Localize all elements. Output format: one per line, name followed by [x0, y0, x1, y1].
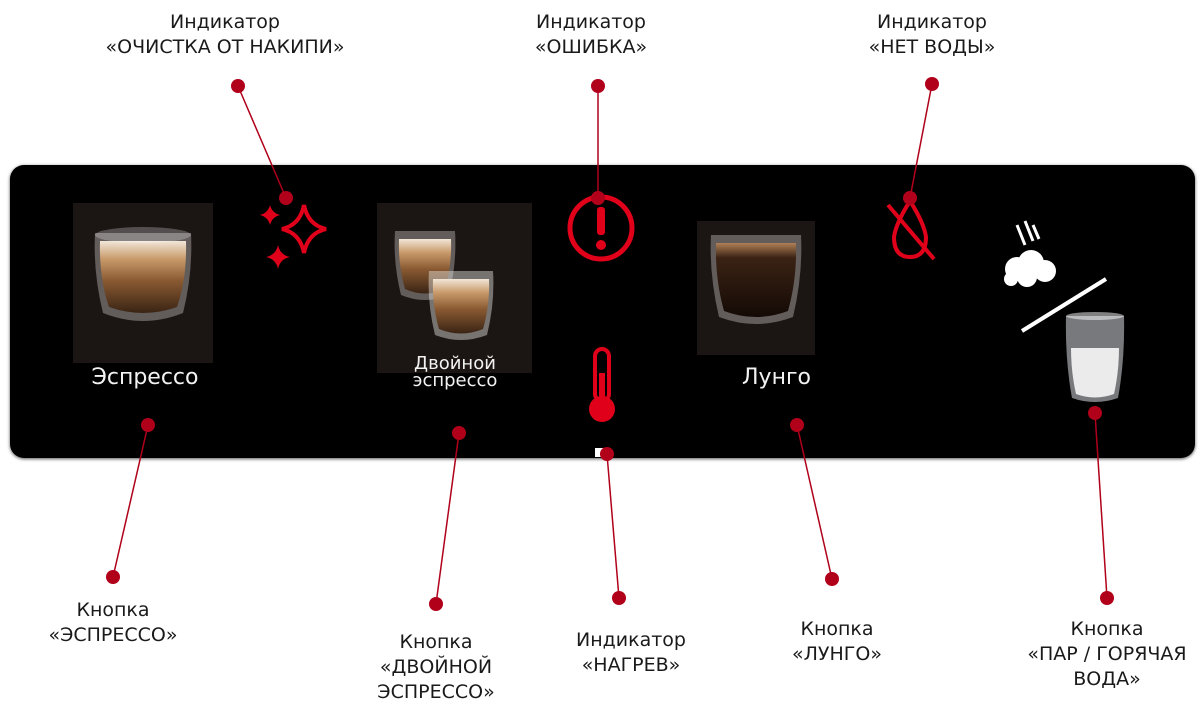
callout-dot: [1088, 406, 1102, 420]
callout-dot: [790, 418, 804, 432]
lungo-panel-label: Лунго: [742, 365, 811, 390]
sparkle-icon: [260, 204, 327, 269]
callout-dot: [612, 591, 626, 605]
label-error-indicator: Индикатор «ОШИБКА»: [534, 11, 648, 58]
double-espresso-button[interactable]: [377, 203, 532, 373]
callout-dot: [925, 77, 939, 91]
label-espresso-button: Кнопка «ЭСПРЕССО»: [48, 599, 178, 646]
double-espresso-panel-label: Двойной эспрессо: [412, 353, 498, 391]
label-heating-indicator: Индикатор «НАГРЕВ»: [576, 629, 686, 676]
steam-water-divider: [1020, 277, 1108, 333]
panel-marker: [595, 448, 604, 457]
label-lungo-button: Кнопка «ЛУНГО»: [792, 618, 882, 665]
steam-icon[interactable]: [995, 217, 1070, 297]
label-no-water-indicator: Индикатор «НЕТ ВОДЫ»: [868, 11, 996, 58]
control-panel: Эспрессо Двойной эспрессо Лунго: [10, 165, 1195, 458]
callout-dot: [600, 447, 614, 461]
no-water-icon: [886, 197, 936, 261]
callout-dot: [106, 570, 120, 584]
thermometer-icon: [589, 347, 615, 422]
hot-water-glass-icon[interactable]: [1060, 310, 1130, 405]
callout-dot: [591, 191, 605, 205]
label-double-espresso-button: Кнопка «ДВОЙНОЙ ЭСПРЕССО»: [377, 631, 495, 703]
callout-dot: [231, 79, 245, 93]
label-steam-button: Кнопка «ПАР / ГОРЯЧАЯ ВОДА»: [1027, 618, 1187, 690]
coffee-cup-icon: [94, 227, 192, 321]
callout-dot: [141, 418, 155, 432]
callout-dot: [903, 191, 917, 205]
callout-dot: [1100, 591, 1114, 605]
espresso-button[interactable]: [73, 203, 213, 363]
callout-dot: [279, 191, 293, 205]
callout-dot: [825, 572, 839, 586]
callout-dot: [591, 79, 605, 93]
lungo-button[interactable]: [697, 221, 815, 355]
espresso-panel-label: Эспрессо: [91, 365, 199, 390]
label-descale-indicator: Индикатор «ОЧИСТКА ОТ НАКИПИ»: [105, 11, 345, 58]
coffee-cup-icon: [710, 235, 802, 324]
callout-dot: [452, 426, 466, 440]
callout-dot: [429, 597, 443, 611]
coffee-cup-icon: [394, 231, 494, 340]
